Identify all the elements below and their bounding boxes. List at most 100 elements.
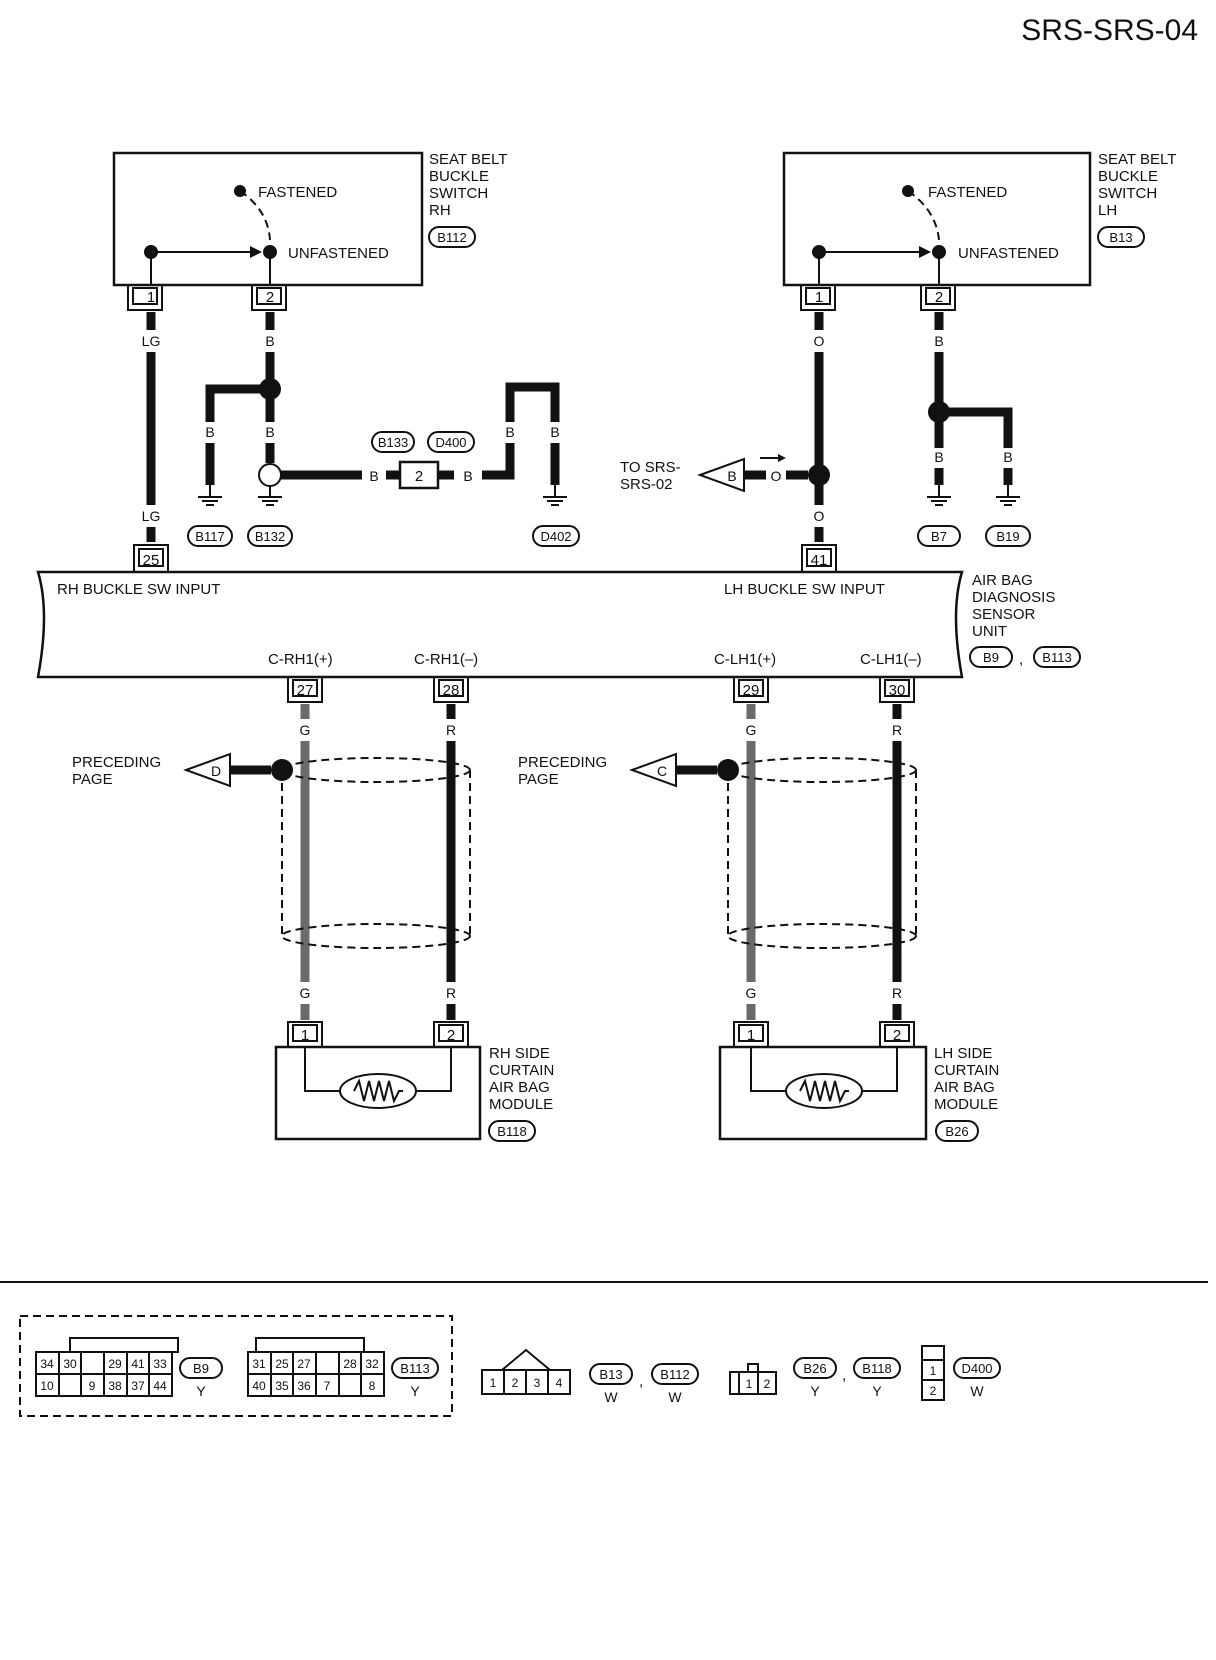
sw-rh-fastened-label: FASTENED [258,184,337,201]
b113-cell: 32 [365,1357,379,1371]
wire-color-g-4: G [746,985,757,1001]
sw-lh-name-3: SWITCH [1098,185,1157,202]
sw-lh-fastened-label: FASTENED [928,184,1007,201]
to-srs-letter: B [727,468,736,484]
sw-lh-name-4: LH [1098,202,1117,219]
wire-color-b-8: B [934,333,943,349]
wire-color-b-7: B [550,424,559,440]
wire-color-b-5: B [463,468,472,484]
wire-color-g-2: G [300,985,311,1001]
b113-cell: 8 [369,1379,376,1393]
seat-belt-buckle-switch-rh: FASTENED UNFASTENED SEAT BELT BUCKLE SWI… [112,151,507,311]
mod-rh-name-4: MODULE [489,1096,553,1113]
sw-lh-pin-2: 2 [935,289,943,306]
d400-pinout: 1 2 D400 W [921,1345,1001,1401]
legend-b113-color: Y [410,1383,420,1399]
mod-lh-connector-id: B26 [945,1124,968,1139]
to-srs-label-1: TO SRS- [620,459,681,476]
four-pin-cell: 1 [490,1376,497,1390]
four-pin-cell: 3 [534,1376,541,1390]
lh-buckle-sw-input: LH BUCKLE SW INPUT [724,581,885,598]
unit-pin-25: 25 [143,552,160,569]
legend-b112-color: W [668,1389,682,1405]
four-pin-cell: 2 [512,1376,519,1390]
legend-b9-id: B9 [193,1361,209,1376]
b113-cell: 31 [252,1357,266,1371]
four-pin-cell: 4 [556,1376,563,1390]
sw-rh-name-3: SWITCH [429,185,488,202]
wires-upper-rh: LG LG B B B B 2 B B B [142,312,580,547]
b9-cell: 38 [108,1379,122,1393]
d400-cell: 1 [930,1364,937,1378]
wire-color-r-1: R [446,722,456,738]
sw-lh-connector-id: B13 [1109,230,1132,245]
unit-pin-28: 28 [443,682,460,699]
unit-connector-b113: B113 [1042,650,1071,665]
c-lh1-plus-label: C-LH1(+) [714,651,776,668]
sw-rh-unfastened-label: UNFASTENED [288,245,389,262]
joint-pin-2: 2 [415,468,423,485]
wire-color-o-1: O [814,333,825,349]
b9-cell: 33 [153,1357,167,1371]
unit-name-2: DIAGNOSIS [972,589,1055,606]
connector-legend: 34 30 29 41 33 10 9 38 37 44 B9 Y 3 [19,1315,1001,1417]
unit-name-3: SENSOR [972,606,1036,623]
preceding-page-d-1: PRECEDING [72,754,161,771]
preceding-page-c-1: PRECEDING [518,754,607,771]
sw-lh-unfastened-label: UNFASTENED [958,245,1059,262]
b113-cell: 25 [275,1357,289,1371]
sw-rh-name-2: BUCKLE [429,168,489,185]
legend-b26-id: B26 [803,1361,826,1376]
b9-pinout: 34 30 29 41 33 10 9 38 37 44 B9 Y [35,1337,223,1399]
sw-rh-connector-id: B112 [437,230,466,245]
wire-color-b-10: B [1003,449,1012,465]
legend-comma-1: , [639,1373,643,1390]
b113-cell: 7 [324,1379,331,1393]
page-title: SRS-SRS-04 [1021,14,1198,47]
wires-lower-lh: G G R R C PRECEDING PAGE [518,704,917,1020]
d400-cell: 2 [930,1384,937,1398]
wire-color-o-2: O [814,508,825,524]
b113-pinout: 31 25 27 28 32 40 35 36 7 8 B113 Y [247,1337,439,1399]
rh-buckle-sw-input: RH BUCKLE SW INPUT [57,581,220,598]
unit-pin-30: 30 [889,682,906,699]
legend-b113-id: B113 [400,1361,429,1376]
ground-b7: B7 [931,529,947,544]
wire-color-b-3: B [205,424,214,440]
legend-b13-color: W [604,1389,618,1405]
air-bag-diagnosis-sensor-unit: 25 41 RH BUCKLE SW INPUT LH BUCKLE SW IN… [36,544,1081,703]
b113-cell: 28 [343,1357,357,1371]
b113-cell: 35 [275,1379,289,1393]
mod-lh-pin-1: 1 [747,1027,755,1044]
to-srs-label-2: SRS-02 [620,476,673,493]
joint-connector-b133: B133 [378,435,408,450]
c-lh1-minus-label: C-LH1(–) [860,651,922,668]
ground-b19: B19 [996,529,1019,544]
mod-rh-name-1: RH SIDE [489,1045,550,1062]
two-pin-cell: 2 [764,1377,771,1391]
sw-lh-name-1: SEAT BELT [1098,151,1176,168]
wires-upper-lh: O O O B TO SRS- SRS-02 B B B B7 [620,312,1031,547]
wire-color-g-3: G [746,722,757,738]
lh-side-curtain-air-bag-module: 1 2 LH SIDE CURTAIN AIR BAG MODULE B26 [718,1021,999,1142]
wire-color-b-9: B [934,449,943,465]
b9-cell: 34 [40,1357,54,1371]
b113-cell: 40 [252,1379,266,1393]
legend-comma-2: , [842,1367,846,1384]
b113-cell: 36 [297,1379,311,1393]
legend-b112-id: B112 [660,1367,689,1382]
b9-cell: 10 [40,1379,54,1393]
unit-name-4: UNIT [972,623,1007,640]
mod-lh-name-1: LH SIDE [934,1045,992,1062]
mod-rh-name-3: AIR BAG [489,1079,550,1096]
unit-connector-separator: , [1019,651,1023,668]
wire-color-b-1: B [265,333,274,349]
b9-cell: 44 [153,1379,167,1393]
mod-rh-name-2: CURTAIN [489,1062,554,1079]
unit-pin-41: 41 [811,552,828,569]
wire-color-r-3: R [892,722,902,738]
seat-belt-buckle-switch-lh: FASTENED UNFASTENED SEAT BELT BUCKLE SWI… [782,151,1176,311]
ground-b132: B132 [255,529,285,544]
b9-cell: 41 [131,1357,145,1371]
